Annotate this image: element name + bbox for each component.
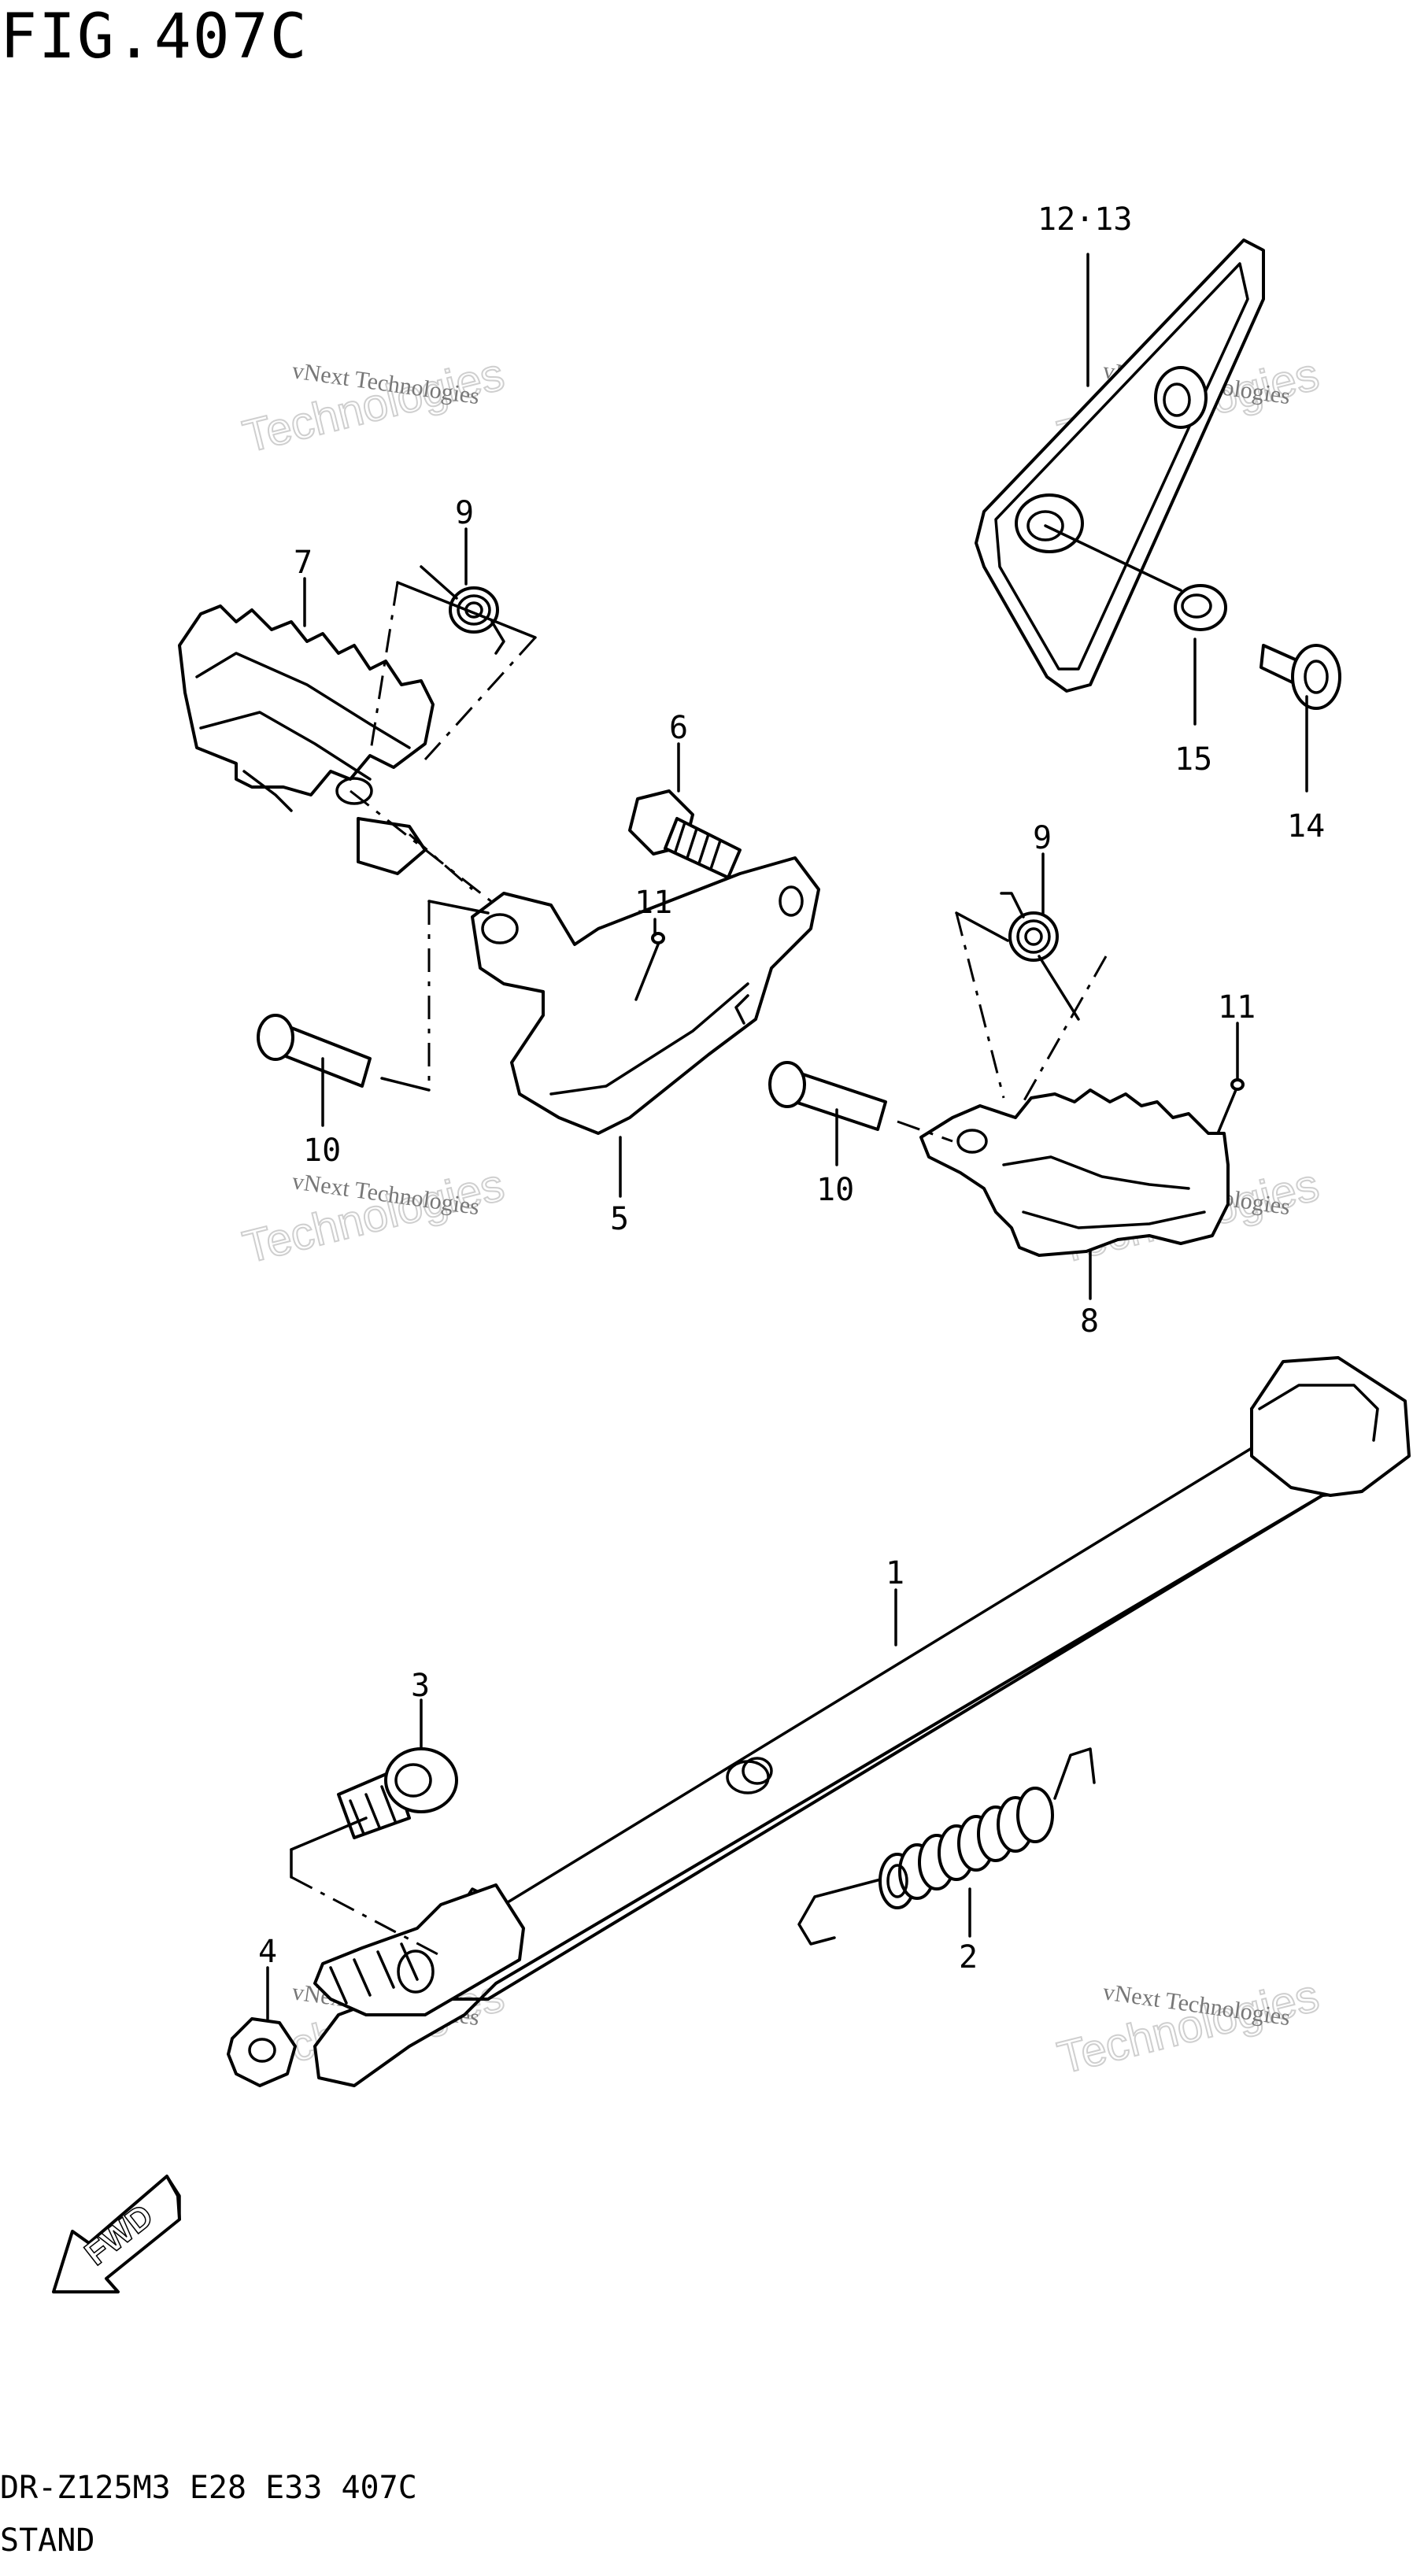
part-pivot-bolt [337,1747,458,1839]
callout-5: 5 [610,1201,629,1237]
part-spring-left [420,565,505,655]
callout-11-left: 11 [634,885,672,921]
callout-1: 1 [886,1555,904,1591]
part-pin-left [257,1014,372,1088]
part-right-footpeg [919,1088,1230,1257]
callout-2: 2 [959,1939,978,1975]
callout-6: 6 [669,710,688,746]
fwd-arrow-icon: FWD [52,2175,181,2293]
part-nut [227,2017,297,2087]
callout-9-left: 9 [455,495,474,531]
callout-15: 15 [1174,741,1212,778]
callout-12-13: 12·13 [1038,201,1132,238]
part-bracket [471,856,820,1135]
part-pin-right [768,1061,887,1131]
section-name: STAND [0,2522,95,2559]
part-cotter-pin-right [1215,1078,1245,1139]
callout-10-right: 10 [816,1172,854,1208]
callout-3: 3 [411,1668,430,1704]
part-stand [313,1356,1411,2087]
callout-14: 14 [1287,808,1325,844]
callout-9-right: 9 [1033,820,1052,856]
model-code: DR-Z125M3 E28 E33 407C [0,2470,417,2506]
part-bolt [628,789,742,879]
figure-title: FIG.407C [0,2,309,72]
callout-10-left: 10 [303,1133,341,1169]
part-washer [1174,584,1227,631]
part-left-footpeg [178,604,435,875]
callout-4: 4 [258,1934,277,1970]
callout-labels: 1 2 3 4 5 6 7 8 9 9 10 10 11 11 12·13 14… [258,201,1325,1975]
part-guard-plate [975,238,1265,693]
part-return-spring [797,1747,1096,1946]
callout-7: 7 [294,545,313,581]
part-spring-right [1000,892,1080,1021]
callout-8: 8 [1080,1303,1099,1340]
leader-lines [266,253,1308,2020]
callout-11-right: 11 [1218,989,1256,1026]
part-small-bolt [1259,644,1341,710]
